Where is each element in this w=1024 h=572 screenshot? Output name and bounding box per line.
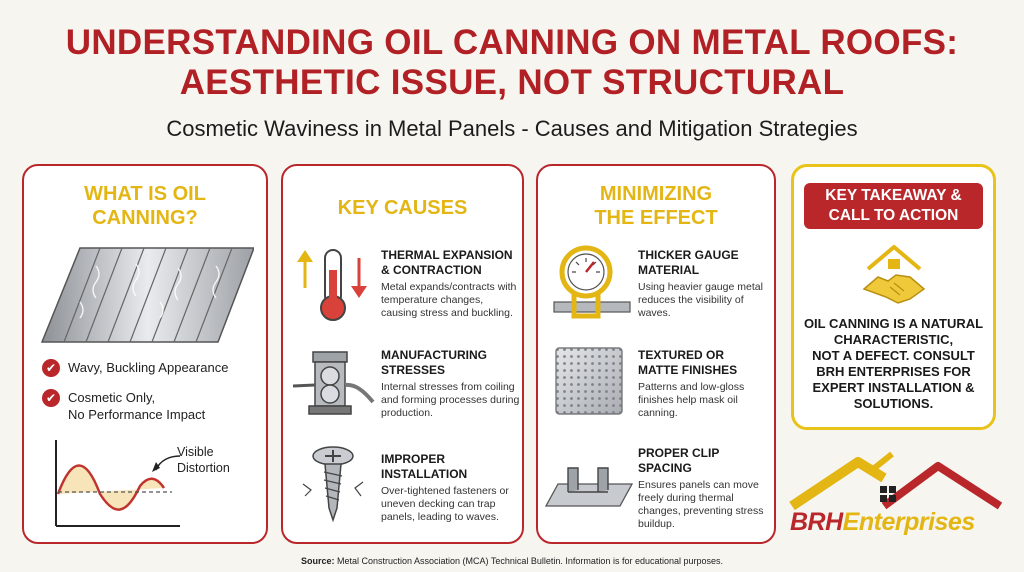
house-handshake-icon <box>862 245 926 304</box>
takeaway-header-line2: CALL TO ACTION <box>828 207 959 224</box>
takeaway-line: BRH ENTERPRISES FOR <box>816 364 971 379</box>
check-label: Wavy, Buckling Appearance <box>68 360 229 375</box>
cause-item-thermal: THERMAL EXPANSION & CONTRACTION Metal ex… <box>381 248 521 320</box>
page-title-line2: AESTHETIC ISSUE, NOT STRUCTURAL <box>179 63 845 102</box>
takeaway-line: CHARACTERISTIC, <box>833 332 954 347</box>
takeaway-panel: KEY TAKEAWAY & CALL TO ACTION OIL CANNIN… <box>791 164 996 430</box>
brh-logo-roof-icon <box>789 451 1003 511</box>
takeaway-header: KEY TAKEAWAY & CALL TO ACTION <box>804 183 983 229</box>
causes-title: KEY CAUSES <box>337 197 468 219</box>
takeaway-line: NOT A DEFECT. CONSULT <box>812 348 975 363</box>
page-title-line1: UNDERSTANDING OIL CANNING ON METAL ROOFS… <box>65 23 959 62</box>
cause-title-line2: STRESSES <box>381 363 446 377</box>
logo-brh: BRH <box>790 508 843 536</box>
minimize-desc: Ensures panels can move freely during th… <box>638 479 764 530</box>
distortion-label-line1: Visible <box>177 445 214 459</box>
takeaway-line: OIL CANNING IS A NATURAL <box>803 316 984 331</box>
causes-panel: KEY CAUSES THERMAL EXPANSION & CONTRACTI… <box>281 164 524 544</box>
minimize-title-line2: SPACING <box>638 461 692 475</box>
takeaway-line: EXPERT INSTALLATION & <box>812 380 975 395</box>
cause-item-installation: IMPROPER INSTALLATION Over-tightened fas… <box>381 452 521 524</box>
check-label-line1: Cosmetic Only, <box>68 390 156 405</box>
cause-item-manufacturing: MANUFACTURING STRESSES Internal stresses… <box>381 348 521 420</box>
brh-logo: BRHEnterprises <box>790 508 1005 536</box>
check-icon: ✔ <box>42 359 60 377</box>
what-is-title-line1: WHAT IS OIL <box>84 183 206 205</box>
check-item-wavy: ✔ Wavy, Buckling Appearance <box>42 359 228 377</box>
minimize-item-clip: PROPER CLIP SPACING Ensures panels can m… <box>638 446 773 531</box>
minimize-title-line1: PROPER CLIP <box>638 446 720 460</box>
distortion-graph-icon <box>55 440 180 527</box>
takeaway-text: OIL CANNING IS A NATURAL CHARACTERISTIC,… <box>802 316 985 412</box>
check-item-cosmetic: ✔ Cosmetic Only, No Performance Impact <box>42 389 205 423</box>
cause-title-line1: THERMAL EXPANSION <box>381 248 513 262</box>
check-icon: ✔ <box>42 389 60 407</box>
cause-desc: Metal expands/contracts with temperature… <box>381 281 517 319</box>
minimize-item-gauge: THICKER GAUGE MATERIAL Using heavier gau… <box>638 248 773 320</box>
takeaway-header-line1: KEY TAKEAWAY & <box>825 187 962 204</box>
gauge-icon <box>553 245 631 319</box>
cause-desc: Internal stresses from coiling and formi… <box>381 381 520 419</box>
cause-title-line2: & CONTRACTION <box>381 263 482 277</box>
cause-title-line1: MANUFACTURING <box>381 348 487 362</box>
minimize-panel: MINIMIZING THE EFFECT THICKER GAUGE MATE… <box>536 164 776 544</box>
minimize-title-line2: MATERIAL <box>638 263 700 277</box>
screw-icon <box>302 446 364 523</box>
minimize-title-line1: THICKER GAUGE <box>638 248 739 262</box>
pointer-arrow-icon <box>152 455 181 472</box>
minimize-title-line1: TEXTURED OR <box>638 348 725 362</box>
texture-icon <box>555 347 623 415</box>
minimize-item-texture: TEXTURED OR MATTE FINISHES Patterns and … <box>638 348 773 420</box>
page-subtitle: Cosmetic Waviness in Metal Panels - Caus… <box>166 116 858 141</box>
logo-enterprises: Enterprises <box>842 508 976 536</box>
roller-icon <box>292 351 375 415</box>
source-text: Metal Construction Association (MCA) Tec… <box>334 556 724 566</box>
clip-icon <box>544 467 634 507</box>
distortion-label: Visible Distortion <box>177 444 230 476</box>
cause-desc: Over-tightened fasteners or uneven decki… <box>381 485 509 523</box>
minimize-title-line2: MATTE FINISHES <box>638 363 738 377</box>
what-is-title-line2: CANNING? <box>92 207 198 229</box>
what-is-title: WHAT IS OIL CANNING? <box>24 182 266 230</box>
check-label: Cosmetic Only, No Performance Impact <box>68 389 205 423</box>
corrugated-roof-icon <box>40 247 254 343</box>
takeaway-line: SOLUTIONS. <box>853 396 934 411</box>
cause-title-line2: INSTALLATION <box>381 467 468 481</box>
source-label: Source: <box>300 556 335 566</box>
what-is-panel: WHAT IS OIL CANNING? <box>22 164 268 544</box>
minimize-desc: Patterns and low-gloss finishes help mas… <box>638 381 745 419</box>
minimize-desc: Using heavier gauge metal reduces the vi… <box>638 281 763 319</box>
minimize-title-line2: THE EFFECT <box>594 207 718 229</box>
thermometer-icon <box>297 249 367 321</box>
check-label-line2: No Performance Impact <box>68 407 206 422</box>
minimize-title-line1: MINIMIZING <box>599 183 713 205</box>
source-note: Source: Metal Construction Association (… <box>0 556 1024 566</box>
distortion-label-line2: Distortion <box>177 461 230 475</box>
cause-title-line1: IMPROPER <box>381 452 446 466</box>
minimize-title: MINIMIZING THE EFFECT <box>538 182 774 230</box>
